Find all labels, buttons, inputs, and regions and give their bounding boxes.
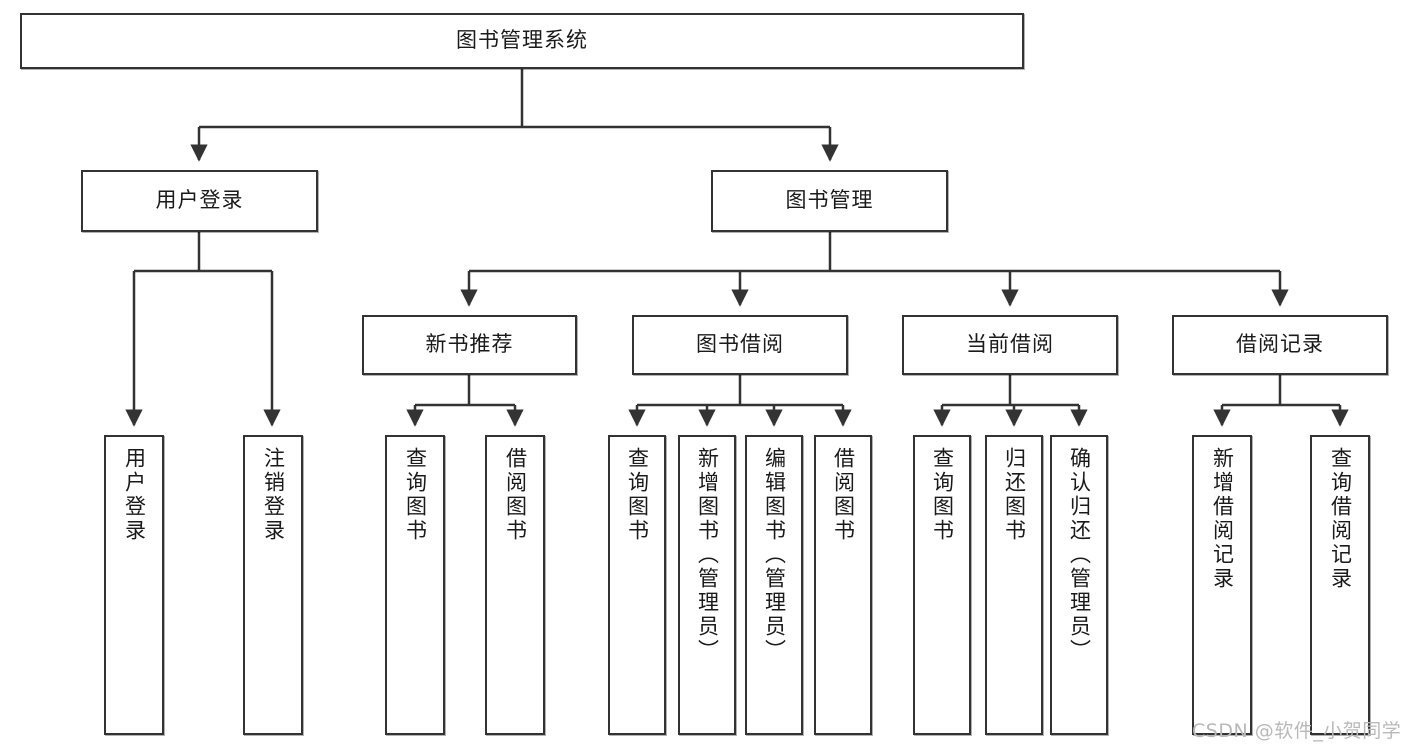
node-leaf-query-record-label: 查询借阅记录 <box>1328 447 1353 591</box>
node-leaf-add-book[interactable]: 新增图书（管理员） <box>678 435 736 735</box>
node-root-label: 图书管理系统 <box>456 28 588 53</box>
node-leaf-query-book-3[interactable]: 查询图书 <box>913 435 971 735</box>
node-leaf-return-book[interactable]: 归还图书 <box>985 435 1043 735</box>
node-leaf-user-logout-label: 注销登录 <box>261 447 286 543</box>
node-new-book-recommend-label: 新书推荐 <box>425 332 514 357</box>
node-leaf-query-book-2[interactable]: 查询图书 <box>608 435 666 735</box>
node-leaf-query-book-3-label: 查询图书 <box>930 447 955 543</box>
node-book-manage-label: 图书管理 <box>785 188 874 213</box>
node-leaf-user-login[interactable]: 用户登录 <box>104 435 164 735</box>
node-book-manage[interactable]: 图书管理 <box>711 170 948 232</box>
node-leaf-query-book-1[interactable]: 查询图书 <box>385 435 445 735</box>
node-root[interactable]: 图书管理系统 <box>20 13 1024 69</box>
node-leaf-borrow-book-1-label: 借阅图书 <box>503 447 528 543</box>
node-current-borrow[interactable]: 当前借阅 <box>902 315 1118 375</box>
node-leaf-borrow-book-1[interactable]: 借阅图书 <box>485 435 545 735</box>
node-user-login-label: 用户登录 <box>155 188 244 213</box>
node-new-book-recommend[interactable]: 新书推荐 <box>362 315 577 375</box>
node-leaf-borrow-book-2[interactable]: 借阅图书 <box>814 435 872 735</box>
node-leaf-return-book-label: 归还图书 <box>1002 447 1027 543</box>
node-leaf-add-book-label: 新增图书（管理员） <box>695 447 720 663</box>
node-user-login[interactable]: 用户登录 <box>81 170 318 232</box>
node-leaf-borrow-book-2-label: 借阅图书 <box>831 447 856 543</box>
node-borrow-record[interactable]: 借阅记录 <box>1172 315 1388 375</box>
node-leaf-confirm-return[interactable]: 确认归还（管理员） <box>1050 435 1108 735</box>
node-leaf-user-logout[interactable]: 注销登录 <box>243 435 303 735</box>
node-leaf-query-book-1-label: 查询图书 <box>403 447 428 543</box>
node-leaf-add-record-label: 新增借阅记录 <box>1210 447 1235 591</box>
csdn-watermark: CSDN @软件_小贺同学 <box>1192 720 1402 742</box>
node-leaf-user-login-label: 用户登录 <box>122 447 147 543</box>
node-book-borrow[interactable]: 图书借阅 <box>632 315 848 375</box>
node-borrow-record-label: 借阅记录 <box>1236 332 1324 357</box>
node-leaf-query-record[interactable]: 查询借阅记录 <box>1310 435 1370 735</box>
node-leaf-edit-book[interactable]: 编辑图书（管理员） <box>745 435 803 735</box>
node-leaf-confirm-return-label: 确认归还（管理员） <box>1067 447 1092 663</box>
node-current-borrow-label: 当前借阅 <box>966 332 1054 357</box>
node-book-borrow-label: 图书借阅 <box>696 332 784 357</box>
node-leaf-add-record[interactable]: 新增借阅记录 <box>1192 435 1252 735</box>
node-leaf-edit-book-label: 编辑图书（管理员） <box>762 447 787 663</box>
node-leaf-query-book-2-label: 查询图书 <box>625 447 650 543</box>
